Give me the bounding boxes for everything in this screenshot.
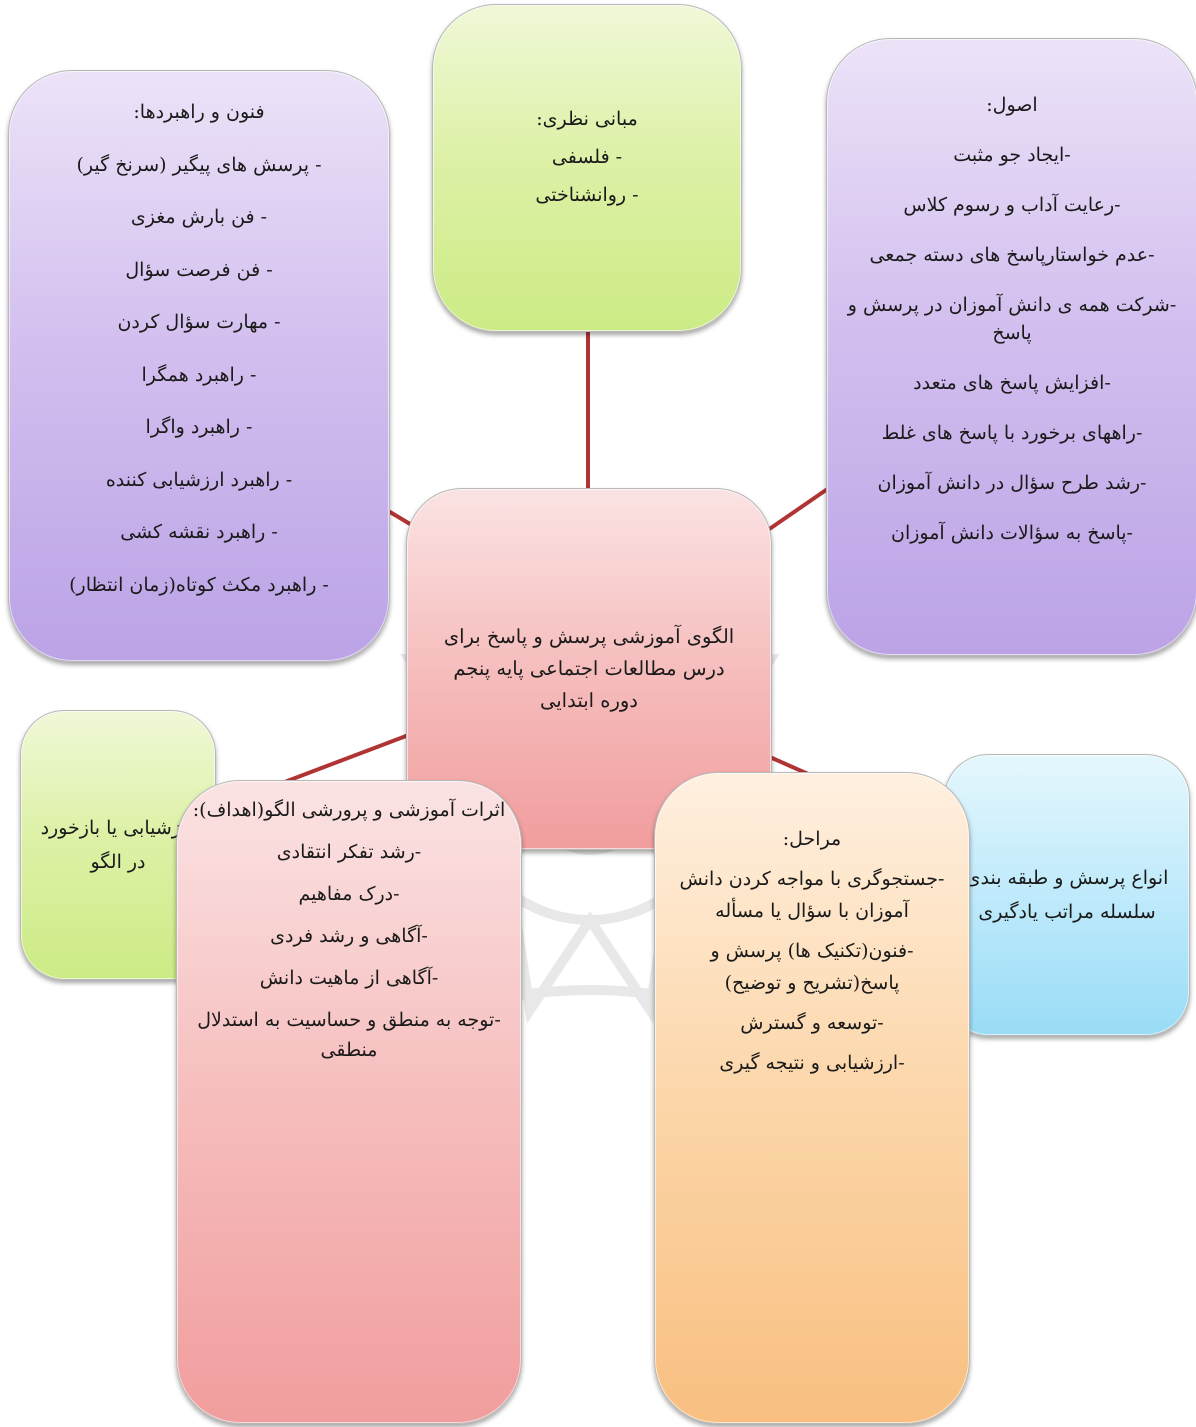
principle-item: -افزایش پاسخ های متعدد [913, 372, 1111, 394]
principle-item: -رشد طرح سؤال در دانش آموزان [877, 472, 1147, 494]
question-types-box: انواع پرسش و طبقه بندی سلسله مراتب یادگی… [944, 754, 1190, 1036]
evaluation-text: ارزشیابی یا بازخورد در الگو [40, 817, 196, 873]
technique-item: - مهارت سؤال کردن [117, 311, 281, 333]
technique-item: - فن فرصت سؤال [125, 258, 273, 281]
technique-item: - راهبرد همگرا [141, 363, 257, 386]
question-types-text: انواع پرسش و طبقه بندی سلسله مراتب یادگی… [965, 867, 1169, 923]
principle-item: -عدم خواستارپاسخ های دسته جمعی [869, 244, 1155, 266]
connector-principles [766, 488, 828, 532]
stage-item: -توسعه و گسترش [740, 1012, 884, 1034]
stage-item: -ارزشیابی و نتیجه گیری [719, 1052, 905, 1074]
technique-item: - راهبرد واگرا [145, 416, 253, 438]
principles-title: اصول: [986, 94, 1038, 116]
technique-item: - پرسش های پیگیر (سرنخ گیر) [76, 153, 322, 176]
effects-title: اثرات آموزشی و پرورشی الگو(اهداف): [192, 799, 506, 821]
technique-item: - راهبرد نقشه کشی [120, 521, 278, 543]
effects-box: اثرات آموزشی و پرورشی الگو(اهداف): -رشد … [176, 780, 522, 1424]
techniques-box: فنون و راهبردها: - پرسش های پیگیر (سرنخ … [8, 70, 390, 662]
technique-item: - فن بارش مغزی [130, 206, 268, 228]
principle-item: -پاسخ به سؤالات دانش آموزان [891, 522, 1133, 544]
principle-item: -شرکت همه ی دانش آموزان در پرسش و پاسخ [847, 294, 1177, 344]
effect-item: -آگاهی از ماهیت دانش [259, 967, 439, 989]
effect-item: -آگاهی و رشد فردی [270, 925, 428, 947]
technique-item: - راهبرد مکث کوتاه(زمان انتظار) [69, 573, 329, 596]
foundation-item: - روانشناختی [535, 184, 639, 206]
foundation-item: - فلسفی [551, 146, 623, 168]
stage-item: -جستجوگری با مواجه کردن دانش آموزان با س… [679, 868, 945, 922]
foundations-box: مبانی نظری: - فلسفی - روانشناختی [432, 4, 742, 332]
foundations-title: مبانی نظری: [536, 108, 638, 130]
connector-techniques [388, 510, 412, 526]
effect-item: -درک مفاهیم [298, 883, 400, 905]
effect-item: -رشد تفکر انتقادی [276, 841, 422, 863]
techniques-title: فنون و راهبردها: [133, 101, 265, 123]
principle-item: -رعایت آداب و رسوم کلاس [903, 194, 1121, 216]
stages-box: مراحل: -جستجوگری با مواجه کردن دانش آموز… [654, 772, 970, 1424]
technique-item: - راهبرد ارزشیابی کننده [105, 468, 293, 491]
stages-title: مراحل: [782, 828, 842, 850]
principles-box: اصول: -ایجاد جو مثبت -رعایت آداب و رسوم … [826, 38, 1196, 656]
central-topic-text: الگوی آموزشی پرسش و پاسخ برای درس مطالعا… [443, 625, 735, 712]
principle-item: -راههای برخورد با پاسخ های غلط [881, 422, 1143, 444]
principle-item: -ایجاد جو مثبت [953, 144, 1071, 166]
effect-item: -توجه به منطق و حساسیت به استدلال منطقی [197, 1009, 501, 1061]
stage-item: -فنون(تکنیک ها) پرسش و پاسخ(تشریح و توضی… [710, 940, 914, 994]
